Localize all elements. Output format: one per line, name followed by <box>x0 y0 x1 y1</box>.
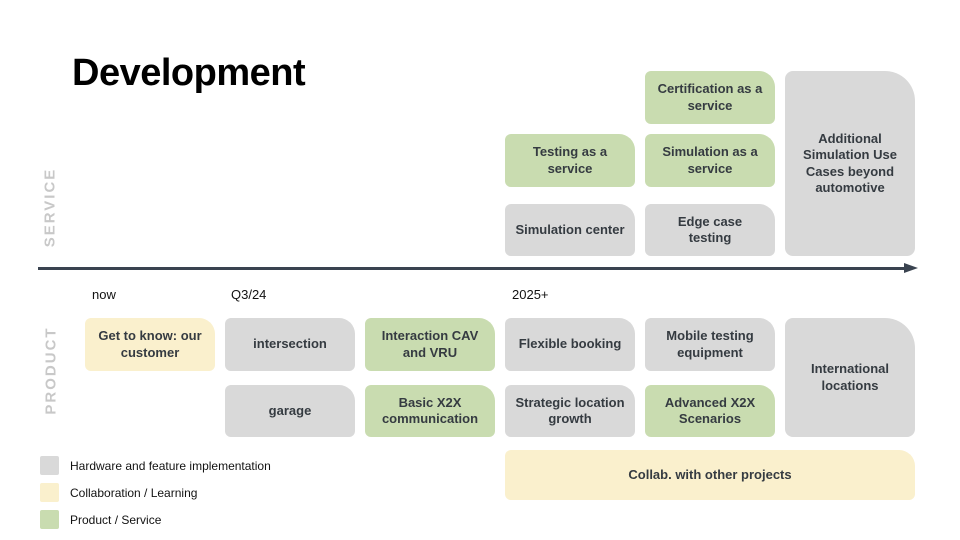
box-basic-x2x-communication: Basic X2X communication <box>365 385 495 437</box>
legend-swatch-yellow <box>40 483 59 502</box>
box-label: Edge case testing <box>677 213 743 245</box>
box-simulation-center: Simulation center <box>505 204 635 256</box>
box-label: Testing as a service <box>532 144 608 176</box>
box-interaction-cav-and-vru: Interaction CAV and VRU <box>365 318 495 371</box>
box-label: Simulation center <box>515 221 625 237</box>
timeline-arrowhead-icon <box>904 263 918 273</box>
box-intersection: intersection <box>225 318 355 371</box>
box-label: Additional Simulation Use Cases beyond a… <box>803 131 897 195</box>
box-label: Basic X2X communication <box>381 394 479 426</box>
box-label: Advanced X2X Scenarios <box>664 394 756 426</box>
box-label: Simulation as a service <box>662 144 758 176</box>
legend-item-product-service: Product / Service <box>40 510 161 529</box>
legend-item-hardware: Hardware and feature implementation <box>40 456 271 475</box>
box-flexible-booking: Flexible booking <box>505 318 635 371</box>
product-section-label: PRODUCT <box>42 326 60 415</box>
box-garage: garage <box>225 385 355 437</box>
box-label: garage <box>268 402 312 418</box>
legend-label: Collaboration / Learning <box>70 485 198 500</box>
box-label: Flexible booking <box>518 336 622 352</box>
timeline-tick-2025-plus: 2025+ <box>512 287 549 302</box>
box-international-locations: International locations <box>785 318 915 437</box>
page-title: Development <box>72 52 306 94</box>
box-label: intersection <box>253 336 327 352</box>
box-label: Get to know: our customer <box>98 328 202 360</box>
box-label: International locations <box>810 361 889 393</box>
box-collab-with-other-projects: Collab. with other projects <box>505 450 915 500</box>
timeline-tick-q3-24: Q3/24 <box>231 287 267 302</box>
box-label: Certification as a service <box>657 81 763 113</box>
timeline-axis <box>38 267 906 270</box>
box-label: Strategic location growth <box>515 394 625 426</box>
box-label: Interaction CAV and VRU <box>381 328 479 360</box>
legend-swatch-gray <box>40 456 59 475</box>
box-strategic-location-growth: Strategic location growth <box>505 385 635 437</box>
box-mobile-testing-equipment: Mobile testing equipment <box>645 318 775 371</box>
box-edge-case-testing: Edge case testing <box>645 204 775 256</box>
box-label: Collab. with other projects <box>628 466 792 482</box>
box-certification-as-a-service: Certification as a service <box>645 71 775 124</box>
legend-label: Hardware and feature implementation <box>70 458 271 473</box>
box-label: Mobile testing equipment <box>666 328 754 360</box>
legend-item-collaboration: Collaboration / Learning <box>40 483 197 502</box>
timeline-tick-now: now <box>92 287 116 302</box>
legend-label: Product / Service <box>70 512 162 527</box>
box-testing-as-a-service: Testing as a service <box>505 134 635 187</box>
box-additional-simulation-use-cases: Additional Simulation Use Cases beyond a… <box>785 71 915 256</box>
legend-swatch-green <box>40 510 59 529</box>
service-section-label: SERVICE <box>41 167 59 248</box>
box-advanced-x2x-scenarios: Advanced X2X Scenarios <box>645 385 775 437</box>
box-get-to-know-our-customer: Get to know: our customer <box>85 318 215 371</box>
box-simulation-as-a-service: Simulation as a service <box>645 134 775 187</box>
